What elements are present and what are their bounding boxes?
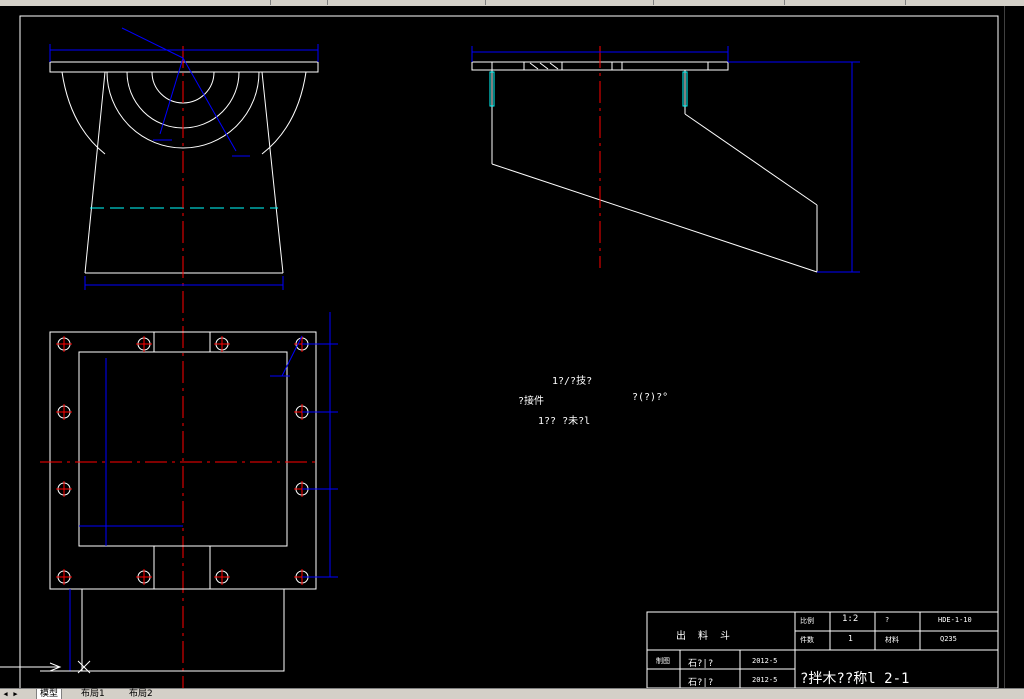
- part-name: 出 料 斗: [676, 631, 734, 642]
- tab-layout1[interactable]: 布局1: [81, 689, 105, 699]
- top-flange: [49, 61, 319, 73]
- designer-name: 石?|?: [688, 659, 714, 669]
- ucs-marker: [0, 660, 91, 674]
- drawing-title: ?拌木??称l 2-1: [800, 671, 910, 687]
- side-view: [471, 46, 860, 273]
- toolbar-segment[interactable]: [0, 0, 271, 5]
- toolbar-segment[interactable]: [656, 0, 785, 5]
- hidden-bolt: [682, 71, 688, 107]
- toolbar-segment[interactable]: [488, 0, 654, 5]
- plan-view: [40, 312, 338, 672]
- note-line-2b: ?(?)?°: [632, 392, 669, 403]
- radius-leader: [159, 57, 184, 135]
- last-tab-icon[interactable]: ▶: [13, 690, 18, 698]
- layout-tabs: ◀ ▶ 模型 布局1 布局2: [0, 688, 1024, 699]
- date-1: 2012-5: [752, 657, 778, 665]
- chute-top-slope: [684, 113, 818, 206]
- scale-label: 比例: [800, 617, 814, 625]
- tab-model[interactable]: 模型: [36, 689, 63, 699]
- material-label: 材料: [885, 636, 899, 644]
- note-line-3: 1?? ?未?l: [538, 416, 591, 427]
- note-line-1: 1?/?技?: [552, 376, 593, 387]
- drawn-label: 制图: [656, 657, 670, 665]
- chute-slope: [491, 163, 818, 273]
- hopper-right-side: [261, 71, 284, 274]
- sheet-label: ?: [885, 616, 890, 624]
- date-2: 2012-5: [752, 676, 778, 684]
- material-value: Q235: [940, 635, 957, 643]
- drawing-canvas[interactable]: [0, 6, 1004, 688]
- qty-value: 1: [848, 634, 853, 643]
- scale-value: 1:2: [842, 614, 859, 624]
- outer-semicircle: [106, 71, 260, 149]
- outlet-section: [81, 588, 285, 672]
- tab-layout2[interactable]: 布局2: [129, 689, 153, 699]
- hopper-left-side: [84, 71, 106, 274]
- inner-opening: [78, 351, 288, 547]
- first-tab-icon[interactable]: ◀: [3, 690, 8, 698]
- hole-leader: [281, 335, 303, 377]
- qty-label: 件数: [800, 636, 814, 644]
- toolbar-segment[interactable]: [272, 0, 328, 5]
- section-hatch: [549, 62, 559, 70]
- drawing-number: HDE-1-10: [938, 616, 972, 624]
- title-block: [646, 611, 999, 688]
- toolbar-segment[interactable]: [787, 0, 906, 5]
- front-view: [49, 27, 319, 688]
- hidden-bolt: [489, 71, 495, 107]
- section-hatch: [529, 62, 539, 70]
- application-toolbar: [0, 0, 1024, 6]
- radius-leader: [121, 27, 184, 59]
- side-arc-right: [261, 71, 307, 155]
- checker-name: 石?|?: [688, 678, 714, 688]
- radius-leader: [182, 57, 237, 152]
- right-scroll-rail[interactable]: [1004, 6, 1024, 692]
- sheet-border: [19, 15, 999, 688]
- side-arc-left: [61, 71, 106, 155]
- note-line-2a: ?接件: [518, 396, 545, 407]
- section-hatch: [539, 62, 549, 70]
- toolbar-segment[interactable]: [330, 0, 486, 5]
